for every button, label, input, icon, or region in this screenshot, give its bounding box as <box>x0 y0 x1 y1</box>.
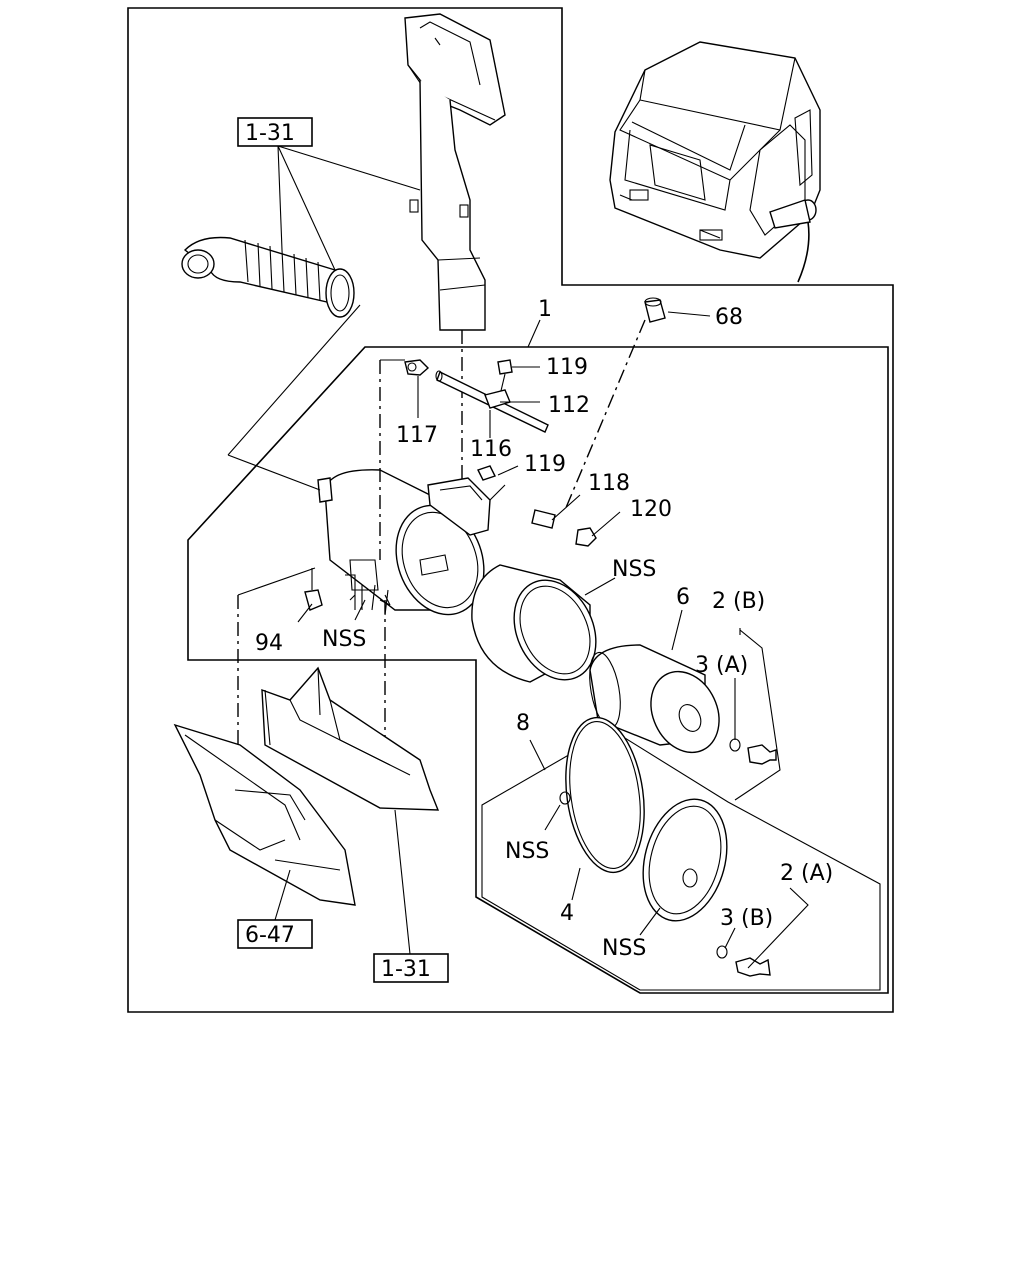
leaders <box>297 311 809 969</box>
part-2b-wing-bolt <box>747 744 777 765</box>
part-68-cap <box>644 297 666 323</box>
callout-118: 118 <box>588 471 630 496</box>
frame-rail <box>261 666 440 811</box>
callout-119-nut: 119 <box>524 452 566 477</box>
part-4-gasket <box>565 716 645 874</box>
callout-1: 1 <box>538 297 552 322</box>
callout-3b: 3 (B) <box>720 906 773 931</box>
part-94-clip <box>304 568 323 611</box>
callout-8: 8 <box>516 711 530 736</box>
callout-4: 4 <box>560 901 574 926</box>
centerline-68 <box>564 319 646 511</box>
callout-120: 120 <box>630 497 672 522</box>
callout-nss-cover: NSS <box>602 936 646 961</box>
callout-2b: 2 (B) <box>712 589 765 614</box>
intake-hose <box>181 236 355 318</box>
part-2a-wing-bolt <box>735 957 771 977</box>
intake-duct <box>404 13 506 331</box>
callout-6: 6 <box>676 585 690 610</box>
subgroup-outline-2b <box>734 629 781 801</box>
part-118-bracket <box>531 509 556 529</box>
callout-3a: 3 (A) <box>695 653 748 678</box>
callout-2a: 2 (A) <box>780 861 833 886</box>
truck-cab-illustration <box>609 41 821 283</box>
part-3a-washer <box>729 738 741 752</box>
end-cover <box>642 798 728 922</box>
leader-6-47 <box>274 869 291 921</box>
diagram-frame <box>127 7 894 1013</box>
callout-119-top: 119 <box>546 355 588 380</box>
callout-nss-washer: NSS <box>505 839 549 864</box>
callout-94: 94 <box>255 631 283 656</box>
air-cleaner-housing <box>317 469 491 616</box>
subgroup-outline-8 <box>481 729 881 991</box>
mounting-studs <box>349 584 391 616</box>
guide-lines <box>187 304 506 596</box>
ref-box-1-31-bottom[interactable] <box>373 953 449 983</box>
callout-112: 112 <box>548 393 590 418</box>
filter-element-6 <box>589 644 720 754</box>
fender-bracket <box>173 723 356 906</box>
part-119-nut <box>477 465 496 481</box>
ref-label-1-31-top: 1-31 <box>245 121 295 146</box>
leader-1-31-bottom <box>394 809 411 955</box>
callout-117: 117 <box>396 423 438 448</box>
ref-label-6-47: 6-47 <box>245 923 295 948</box>
callout-116: 116 <box>470 437 512 462</box>
callout-nss-bracket: NSS <box>322 627 366 652</box>
part-117-fitting <box>404 359 430 376</box>
ref-label-1-31-bottom: 1-31 <box>381 957 431 982</box>
assembly-outline <box>187 346 889 994</box>
part-120-nut <box>575 527 597 547</box>
callout-68: 68 <box>715 305 743 330</box>
pre-cleaner-element <box>471 564 597 683</box>
part-nss-small-washer <box>559 791 571 805</box>
part-3b-washer <box>716 945 728 959</box>
leader-1-31-top <box>277 145 421 271</box>
ref-box-1-31-top[interactable] <box>237 117 313 147</box>
callout-nss-pre-cleaner: NSS <box>612 557 656 582</box>
